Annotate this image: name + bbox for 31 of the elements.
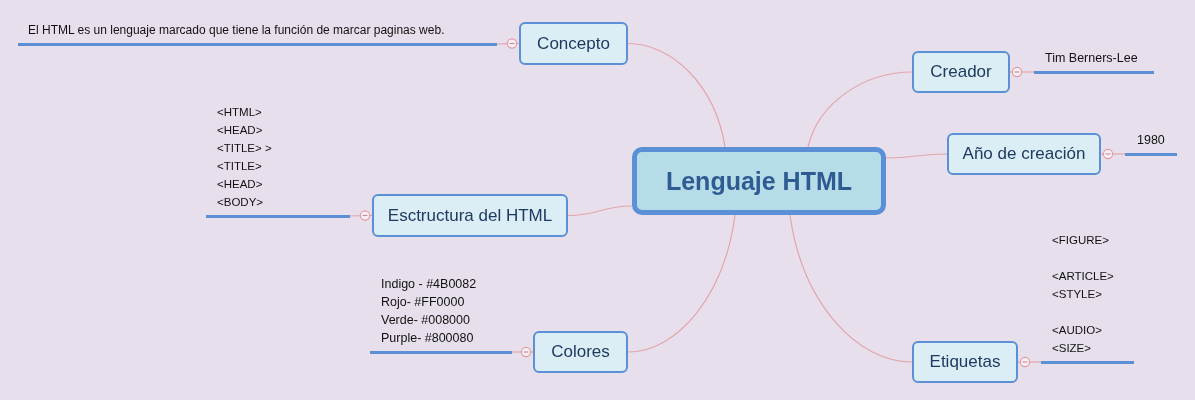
topic-text: <BODY> xyxy=(217,194,264,210)
subtopic-box: Esctructura del HTML xyxy=(372,194,568,237)
topic-text: Tim Berners-Lee xyxy=(1045,49,1138,67)
subtopic-box: Etiquetas xyxy=(912,341,1018,383)
subtopic-box: Año de creación xyxy=(947,133,1101,175)
topic-text: El HTML es un lenguaje marcado que tiene la función de marcar paginas web. xyxy=(28,21,445,39)
topic-text: Verde- #008000 xyxy=(381,311,470,329)
subtopic-box: Concepto xyxy=(519,22,628,65)
connector-line xyxy=(627,214,736,353)
topic-text: <SIZE> xyxy=(1052,340,1091,356)
connector-line xyxy=(807,71,913,148)
subtopic-box: Creador xyxy=(912,51,1010,93)
topic-text: <FIGURE> xyxy=(1052,232,1109,248)
topic-text: <AUDIO> xyxy=(1052,322,1102,338)
central-topic-box: Lenguaje HTML xyxy=(632,147,886,215)
topic-text: <ARTICLE> xyxy=(1052,268,1114,284)
topic-text: <TITLE> xyxy=(217,158,262,174)
connector-line xyxy=(567,205,633,217)
connector-line xyxy=(627,42,726,148)
topic-text: <HTML> xyxy=(217,104,262,120)
topic-text: Rojo- #FF0000 xyxy=(381,293,465,311)
topic-text: <TITLE> > xyxy=(217,140,272,156)
connector-line xyxy=(885,153,948,159)
topic-text: Indigo - #4B0082 xyxy=(381,275,477,293)
topic-text: <HEAD> xyxy=(217,122,263,138)
subtopic-box: Colores xyxy=(533,331,628,373)
topic-text: 1980 xyxy=(1137,131,1165,149)
topic-text: <STYLE> xyxy=(1052,286,1102,302)
connector-line xyxy=(789,214,913,363)
topic-text: Purple- #800080 xyxy=(381,329,474,347)
topic-text: <HEAD> xyxy=(217,176,263,192)
